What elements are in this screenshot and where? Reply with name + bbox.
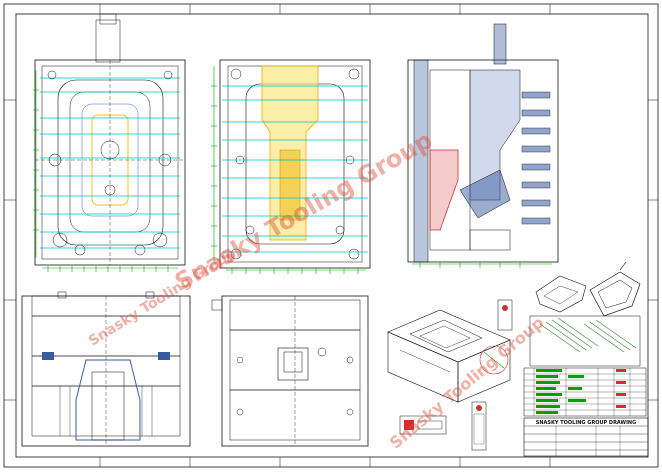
isometric-mold-view	[387, 309, 511, 403]
view-core-plan	[211, 59, 371, 274]
title-block: SNASKY TOOLING GROUP DRAWING	[523, 417, 649, 457]
view-cavity-plan	[33, 13, 186, 272]
view-section	[407, 23, 559, 268]
inner-border	[15, 13, 649, 458]
title-block-company: SNASKY TOOLING GROUP DRAWING	[536, 420, 636, 426]
view-side-elevation	[21, 291, 191, 447]
parts-list-table	[523, 367, 647, 417]
border-zone-ticks	[4, 4, 658, 467]
exploded-component-views	[529, 315, 641, 367]
outer-border	[3, 3, 659, 468]
view-front-elevation	[211, 295, 369, 447]
detail-tags	[399, 299, 513, 451]
part-isometric-sketches	[535, 261, 641, 317]
